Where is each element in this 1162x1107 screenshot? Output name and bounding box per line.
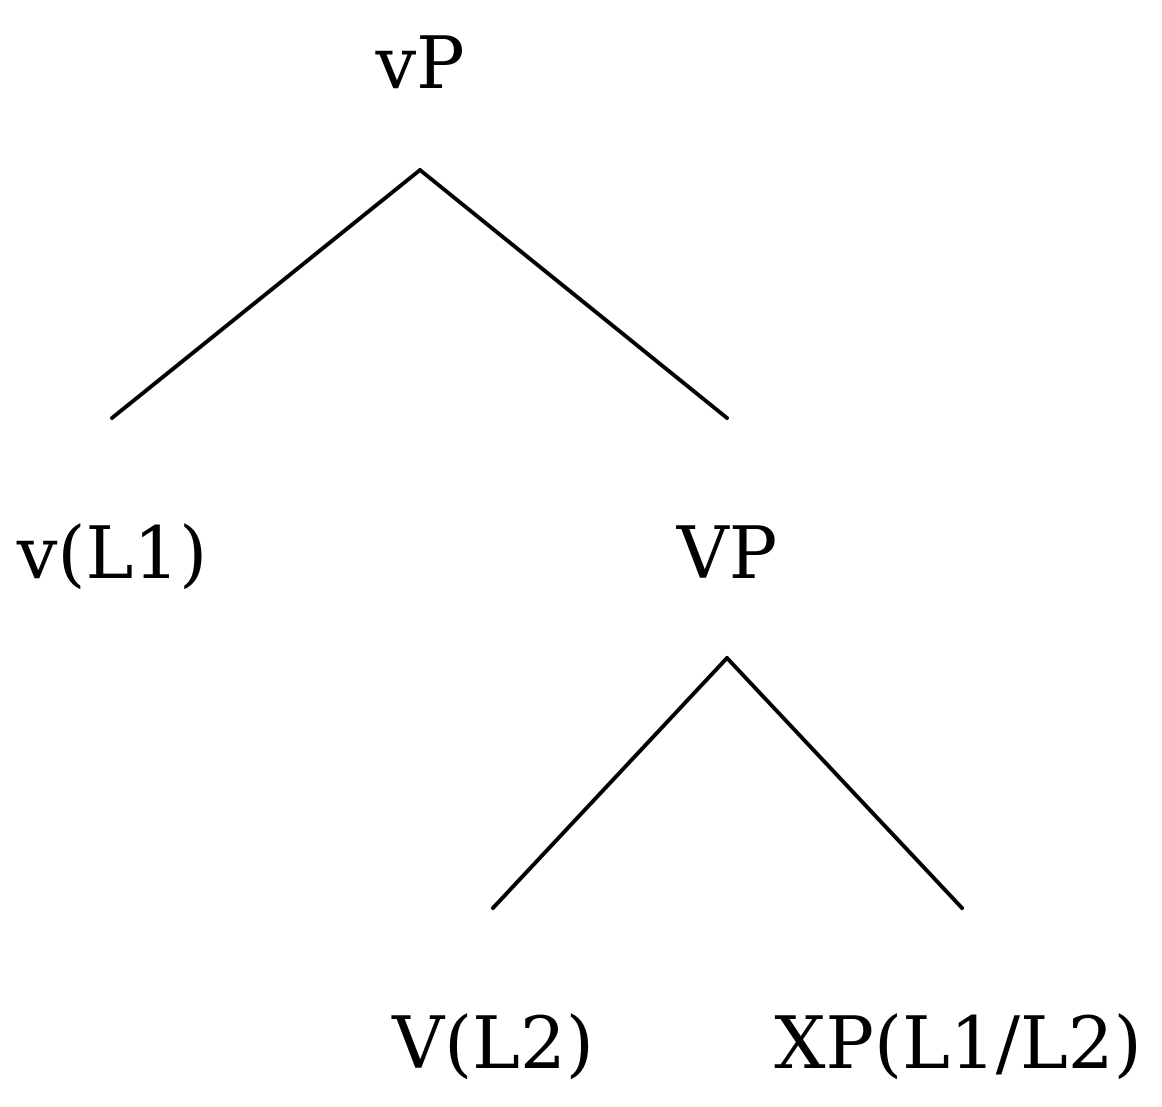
branch-VP-to-V [491, 656, 729, 910]
branch-vP-to-VP [418, 168, 729, 420]
node-VP: VP [676, 511, 777, 595]
node-V-L2: V(L2) [391, 1001, 594, 1085]
node-XP-L1-L2: XP(L1/L2) [774, 1001, 1141, 1085]
node-vP: vP [374, 21, 464, 105]
branch-VP-to-XP [725, 656, 964, 910]
node-v-L1: v(L1) [16, 511, 207, 595]
branch-vP-to-v [110, 168, 422, 420]
